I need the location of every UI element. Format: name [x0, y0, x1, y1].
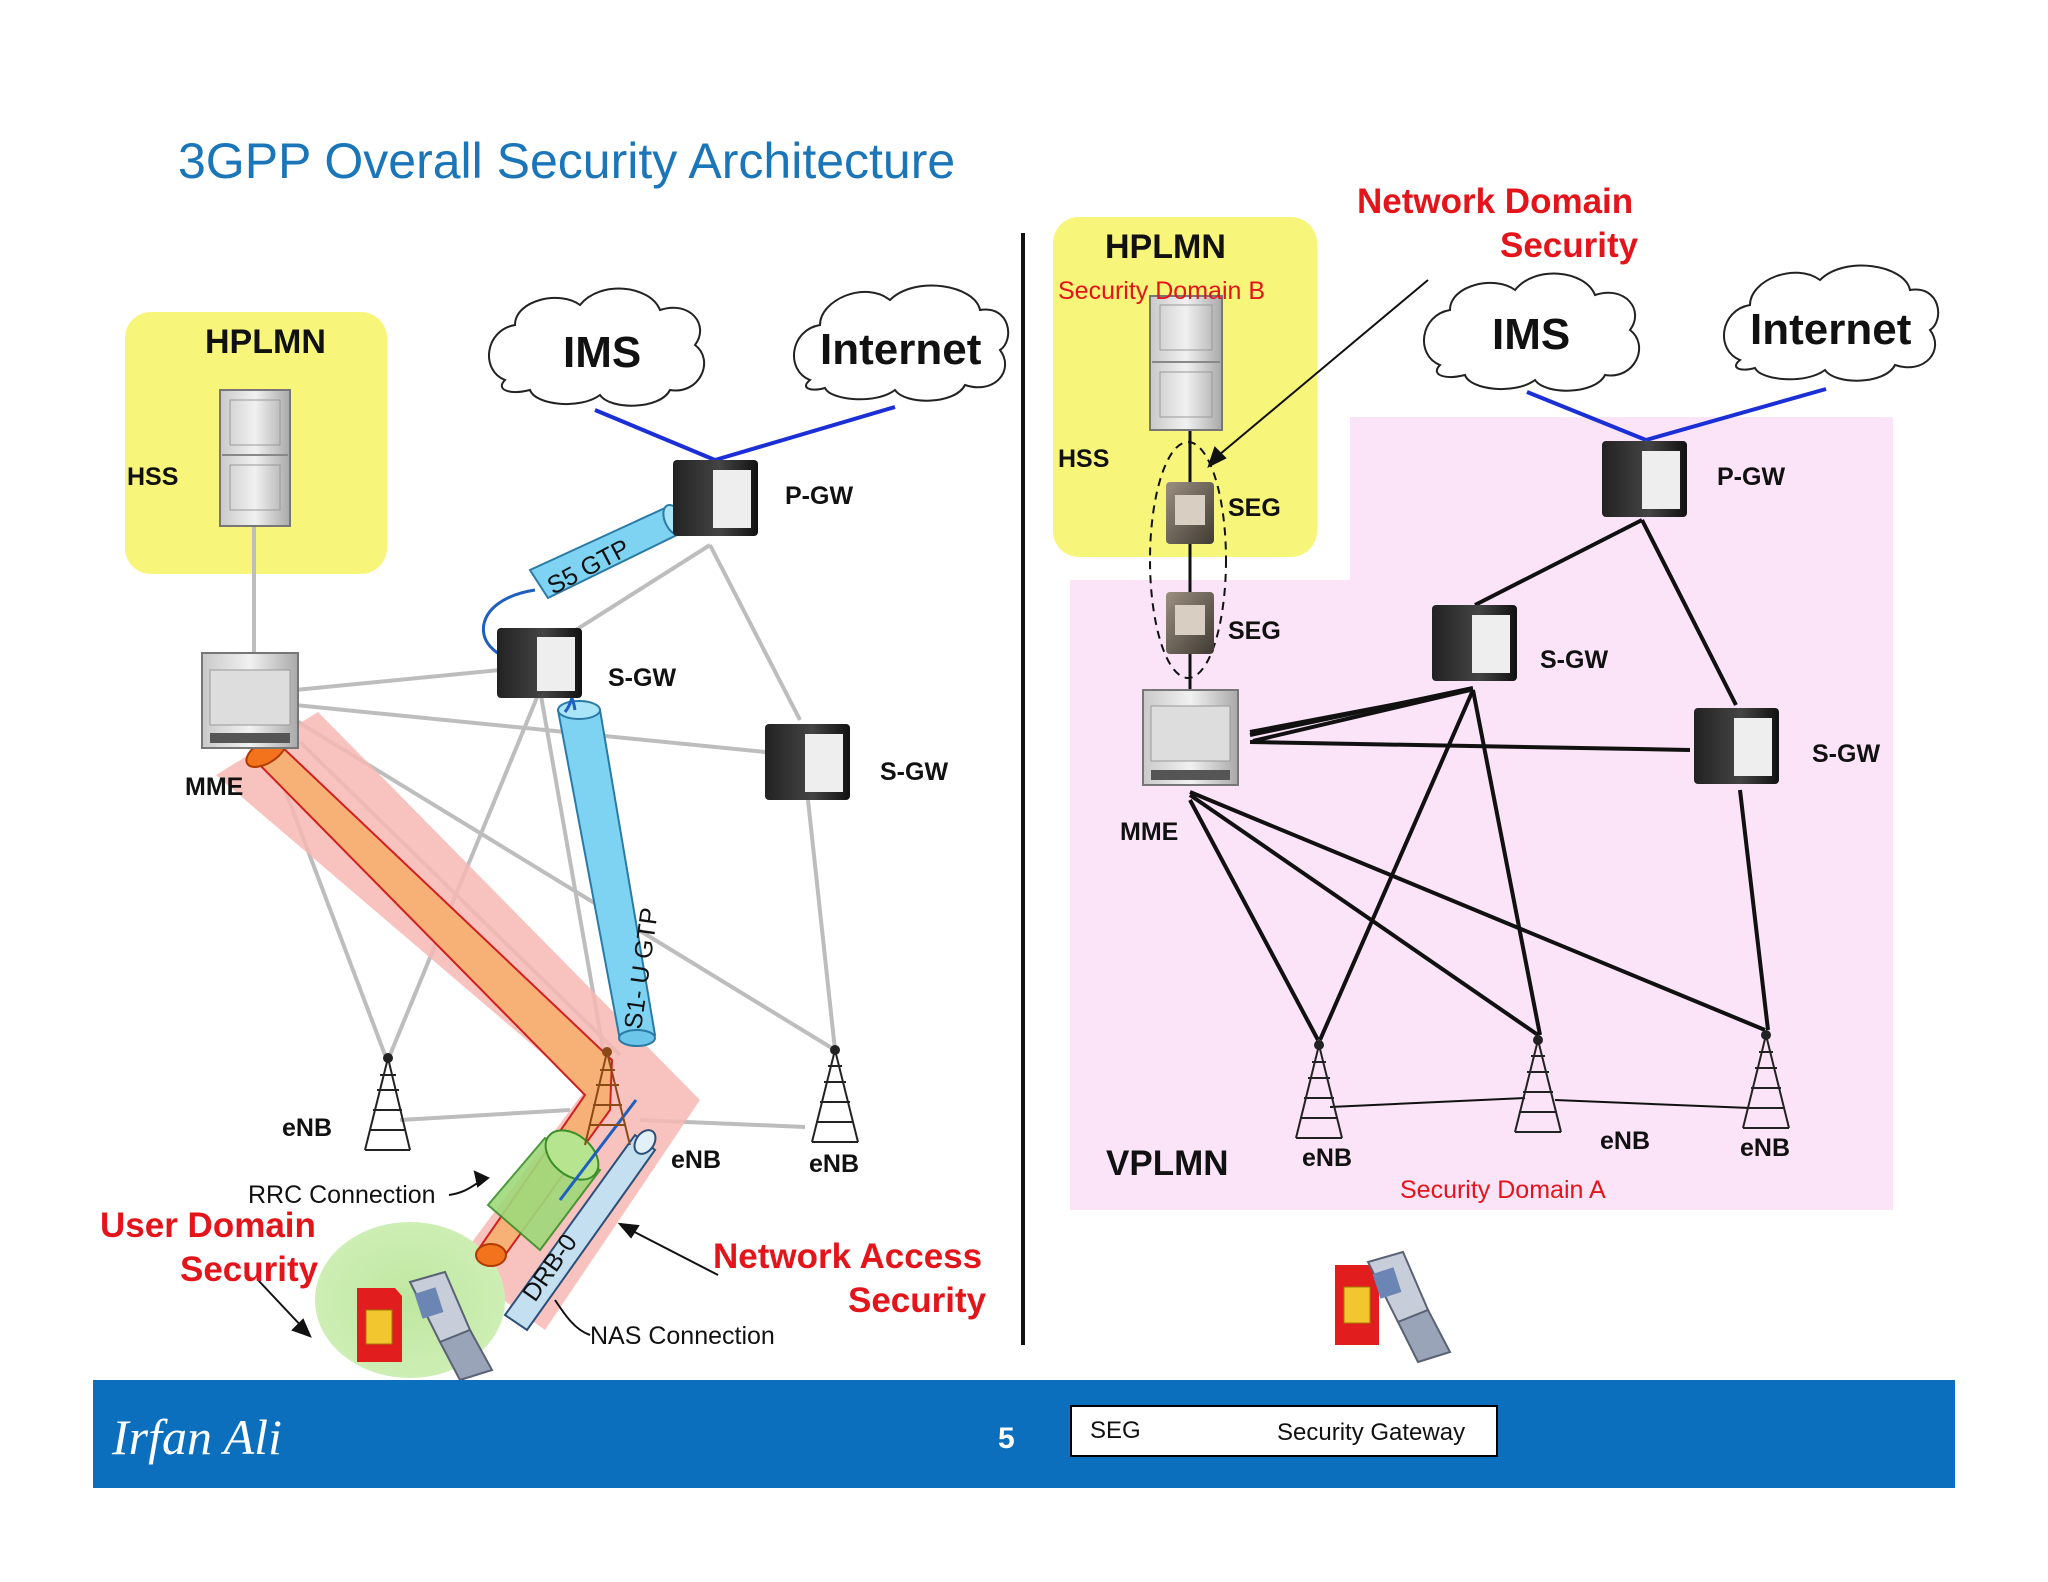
enb-tower-icon [584, 1047, 631, 1146]
ims-cloud-icon-right [1423, 272, 1641, 392]
ims-label: IMS [563, 328, 642, 377]
enb-tower-icon [1742, 1030, 1790, 1129]
mme-label-right: MME [1120, 818, 1179, 846]
left-cloud-links [594, 405, 896, 462]
mobile-phone-icon-right [1366, 1250, 1452, 1364]
enb-tower-icon [811, 1045, 859, 1143]
hss-label: HSS [127, 463, 179, 491]
seg-pair-outline [1149, 441, 1227, 679]
internet-cloud-icon-right [1723, 264, 1940, 382]
left-arrows [257, 1170, 719, 1338]
legend-description: Security Gateway [1277, 1419, 1466, 1446]
seg-label-1: SEG [1228, 494, 1281, 522]
ims-label-right: IMS [1492, 310, 1571, 359]
ims-cloud-icon [488, 287, 706, 407]
vplmn-zone [1070, 417, 1893, 1210]
security-domain-a-label: Security Domain A [1400, 1176, 1606, 1204]
enb-label-right-2: eNB [1600, 1127, 1651, 1155]
page-title: 3GPP Overall Security Architecture [178, 133, 956, 189]
page-number: 5 [998, 1422, 1015, 1455]
pgw-label: P-GW [785, 482, 854, 510]
sgw-label-1: S-GW [608, 664, 677, 692]
mobile-phone-icon [408, 1270, 494, 1382]
network-domain-security-line1: Network Domain [1357, 182, 1634, 221]
sim-card-icon [357, 1288, 402, 1362]
enb-label-left: eNB [282, 1114, 333, 1142]
sgw-box-icon-right-2 [1694, 708, 1779, 784]
right-links [1188, 518, 1770, 1041]
sgw-box-icon-right-1 [1432, 605, 1517, 681]
hplmn-label-right: HPLMN [1105, 228, 1226, 266]
sim-card-icon-right [1335, 1265, 1379, 1345]
security-domain-b-label: Security Domain B [1058, 277, 1266, 305]
pgw-label-right: P-GW [1717, 463, 1786, 491]
enb-label-right: eNB [809, 1150, 860, 1178]
internet-cloud-icon [793, 284, 1010, 402]
network-access-security-line1: Network Access [713, 1237, 983, 1276]
mme-label: MME [185, 773, 244, 801]
seg-device-icon-1 [1166, 482, 1214, 544]
vplmn-label: VPLMN [1106, 1144, 1229, 1183]
sgw-box-icon-2 [765, 724, 850, 800]
enb-label-right-1: eNB [1302, 1144, 1353, 1172]
hplmn-label: HPLMN [205, 323, 326, 361]
network-domain-security-line2: Security [1500, 226, 1639, 265]
enb-label-mid: eNB [671, 1146, 722, 1174]
rrc-connection-label: RRC Connection [248, 1181, 436, 1209]
seg-device-icon-2 [1166, 592, 1214, 654]
enb-tower-icon [1295, 1040, 1343, 1139]
enb-tower-icon [364, 1053, 411, 1151]
pgw-box-icon [673, 460, 758, 536]
sgw-label-right-1: S-GW [1540, 646, 1609, 674]
hss-label-right: HSS [1058, 445, 1110, 473]
mme-server-icon [201, 652, 299, 749]
legend-abbreviation: SEG [1090, 1417, 1141, 1444]
footer-bar [93, 1380, 1955, 1488]
internet-label: Internet [820, 325, 982, 374]
enb-label-right-3: eNB [1740, 1134, 1791, 1162]
legend-box: SEG Security Gateway [1070, 1405, 1498, 1457]
user-domain-security-line1: User Domain [100, 1206, 316, 1245]
enb-tower-icons [364, 1030, 1790, 1151]
hss-server-icon [219, 389, 291, 527]
sgw-label-right-2: S-GW [1812, 740, 1881, 768]
nas-connection-label: NAS Connection [590, 1322, 775, 1350]
network-access-security-line2: Security [848, 1281, 987, 1320]
hss-server-icon-right [1149, 295, 1223, 431]
sgw-box-icon-1 [497, 628, 582, 698]
mme-server-icon-right [1142, 689, 1239, 786]
enb-tower-icon [1514, 1035, 1562, 1133]
internet-label-right: Internet [1750, 305, 1912, 354]
seg-label-2: SEG [1228, 617, 1281, 645]
user-domain-security-line2: Security [180, 1250, 319, 1289]
pgw-box-icon-right [1602, 441, 1687, 517]
author-name: Irfan Ali [112, 1409, 282, 1465]
sgw-label-2: S-GW [880, 758, 949, 786]
